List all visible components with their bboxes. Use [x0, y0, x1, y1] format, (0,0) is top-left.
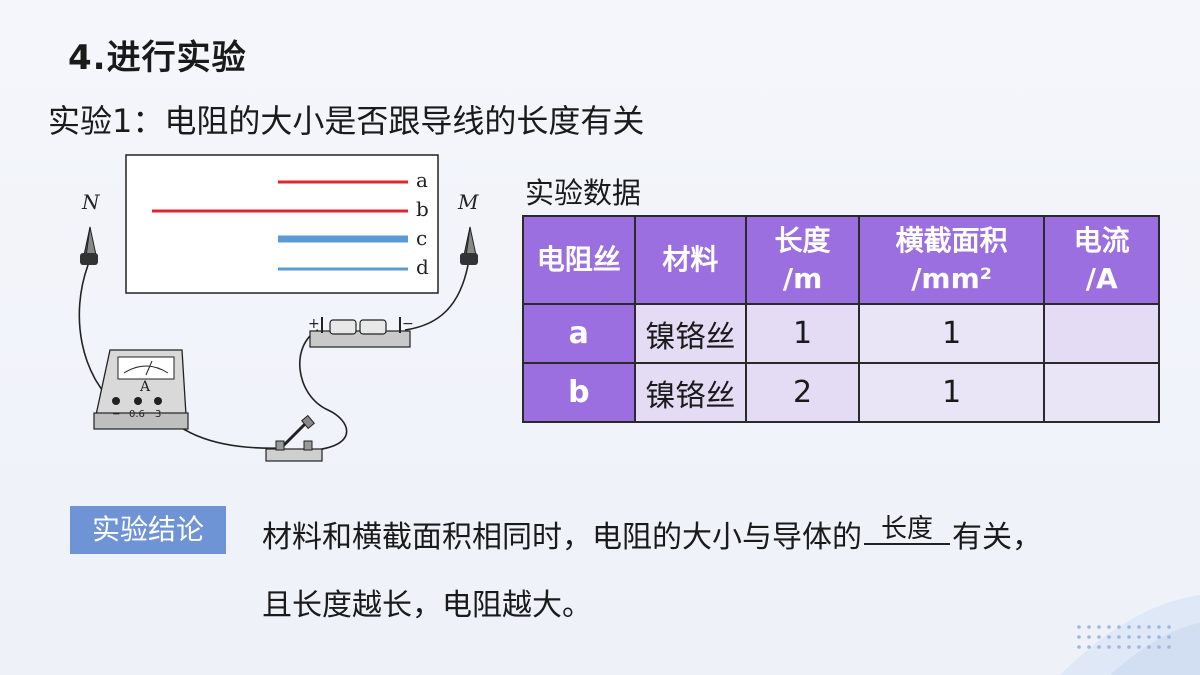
row-b-length: 2: [745, 362, 860, 423]
conclusion-tag: 实验结论: [70, 506, 226, 554]
row-b-wire: b: [522, 362, 636, 423]
alligator-clip-right: [460, 226, 478, 265]
svg-text:−: −: [402, 316, 414, 332]
decorative-dots: [1077, 625, 1171, 649]
row-b-area: 1: [857, 362, 1046, 423]
battery-holder: + −: [308, 316, 414, 348]
row-a-area: 1: [857, 303, 1046, 364]
row-a-current: [1043, 303, 1160, 364]
clip-label-n: N: [81, 190, 101, 214]
row-b-material: 镍铬丝: [633, 362, 748, 423]
conclusion-text-before: 材料和横截面积相同时，电阻的大小与导体的: [262, 520, 862, 555]
conclusion-text-after: 有关，: [952, 520, 1042, 555]
knife-switch: [265, 414, 323, 462]
header-area: 横截面积 /mm²: [857, 215, 1046, 305]
header-length: 长度 /m: [745, 215, 860, 305]
alligator-clip-left: [80, 226, 98, 265]
conclusion-line-2: 且长度越长，电阻越大。: [262, 588, 592, 623]
lead-battery-switch: [299, 329, 348, 451]
wire-board: [125, 154, 439, 294]
clip-label-m: M: [457, 190, 479, 214]
conclusion-blank-answer: 长度: [864, 515, 950, 545]
header-material: 材料: [633, 215, 748, 305]
wire-label-a: a: [416, 168, 428, 192]
svg-text:0.6: 0.6: [129, 409, 145, 420]
table-caption: 实验数据: [525, 176, 642, 210]
row-a-material: 镍铬丝: [633, 303, 748, 364]
svg-text:3: 3: [155, 409, 161, 420]
wire-label-d: d: [416, 255, 429, 279]
data-table: 电阻丝 材料 长度 /m 横截面积 /mm² 电流 /A a 镍铬丝 1 1 b…: [522, 215, 1160, 423]
lead-right: [404, 264, 469, 331]
table-header-row: 电阻丝 材料 长度 /m 横截面积 /mm² 电流 /A: [522, 215, 1160, 305]
conclusion-line-1: 材料和横截面积相同时，电阻的大小与导体的长度有关，: [262, 512, 1042, 556]
svg-text:−: −: [112, 409, 120, 420]
row-a-length: 1: [745, 303, 860, 364]
table-row: b 镍铬丝 2 1: [522, 362, 1160, 423]
wire-label-b: b: [416, 197, 429, 221]
row-b-current: [1043, 362, 1160, 423]
decorative-corner-wave: [1060, 595, 1200, 675]
page-title: 4.进行实验: [68, 38, 247, 78]
svg-text:+: +: [308, 316, 320, 332]
ammeter-label: A: [139, 379, 151, 395]
header-current: 电流 /A: [1043, 215, 1160, 305]
wire-label-c: c: [416, 226, 427, 250]
experiment-subtitle: 实验1：电阻的大小是否跟导线的长度有关: [48, 102, 645, 140]
ammeter: A − 0.6 3: [93, 349, 189, 430]
header-wire: 电阻丝: [522, 215, 636, 305]
circuit-diagram: a b c d N M + − A −: [78, 154, 479, 462]
table-row: a 镍铬丝 1 1: [522, 303, 1160, 364]
row-a-wire: a: [522, 303, 636, 364]
